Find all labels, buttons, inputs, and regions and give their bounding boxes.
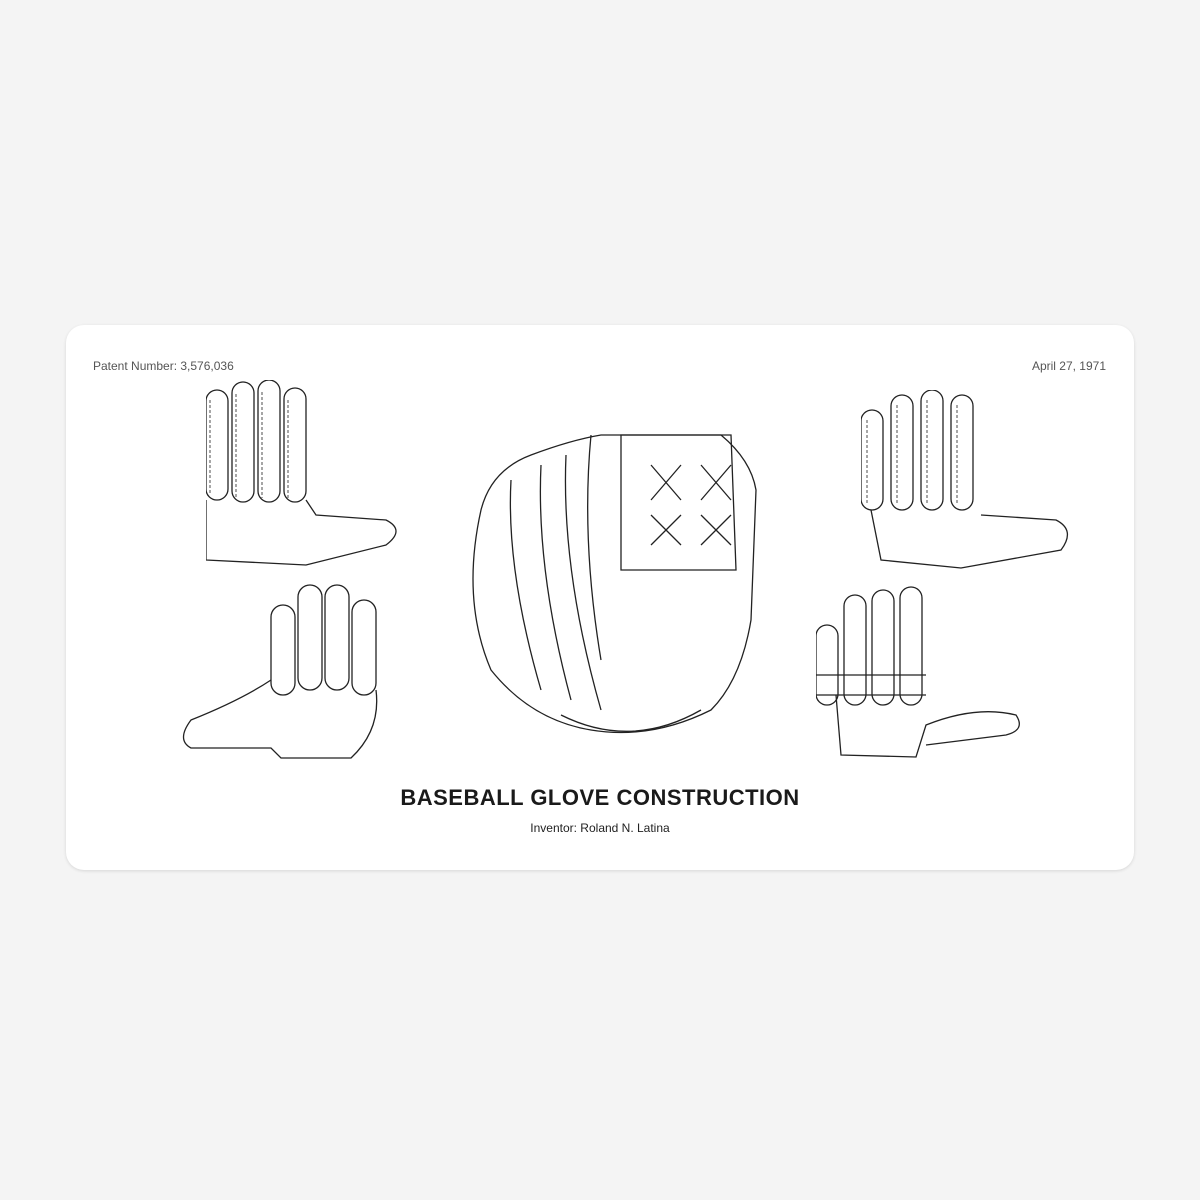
glove-palm-drawing-bottom-left	[182, 584, 378, 759]
glove-back-drawing-top-left	[206, 380, 397, 566]
drawing-title: BASEBALL GLOVE CONSTRUCTION	[400, 785, 800, 810]
desk-mat: Patent Number: 3,576,036 April 27, 1971 …	[66, 325, 1134, 870]
baseball-glove-main-drawing	[472, 434, 757, 734]
glove-palm-drawing-bottom-right	[816, 586, 1020, 758]
inventor-name: Inventor: Roland N. Latina	[530, 821, 670, 835]
patent-date: April 27, 1971	[1031, 359, 1106, 373]
patent-number: Patent Number: 3,576,036	[93, 359, 234, 373]
glove-back-drawing-top-right	[861, 390, 1068, 569]
